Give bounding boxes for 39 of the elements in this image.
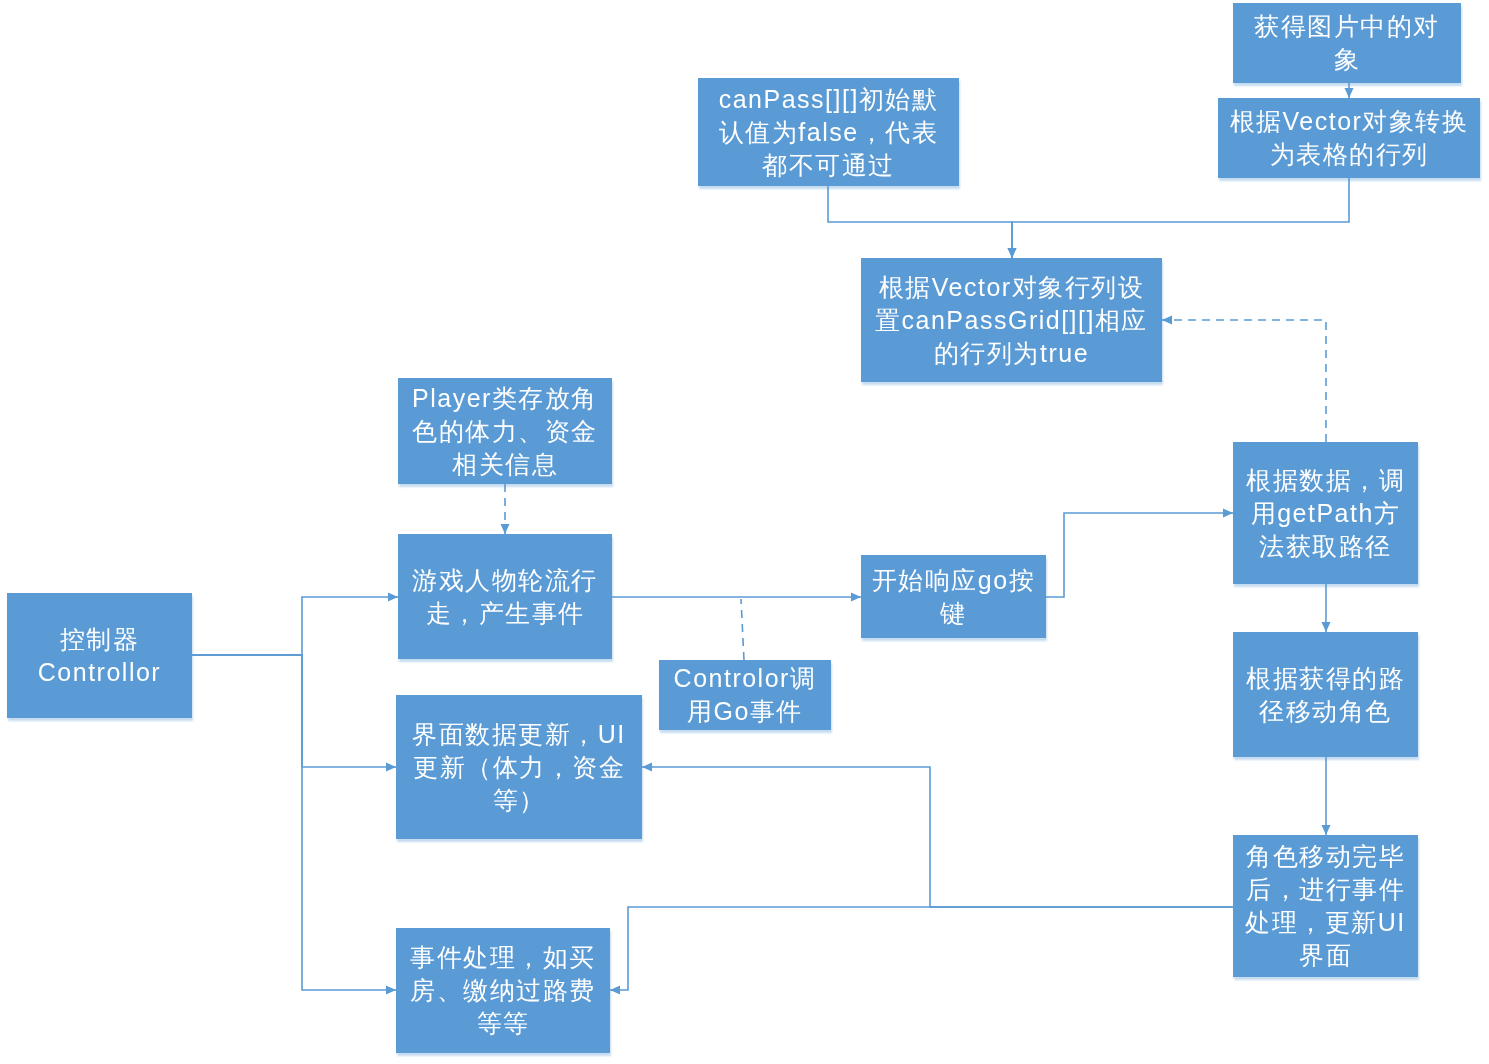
- arrow: [1007, 177, 1350, 259]
- leader-line: [740, 598, 745, 661]
- step-text: 根据Vector对象行列设置canPassGrid[][]相应的行列为true: [874, 271, 1149, 369]
- step-text: 游戏人物轮流行走，产生事件: [411, 564, 599, 629]
- step-text: 根据Vector对象转换为表格的行列: [1228, 106, 1470, 170]
- arrow: [609, 906, 1234, 995]
- arrow: [611, 592, 862, 602]
- process-box: [1218, 98, 1480, 178]
- arrow: [1321, 756, 1331, 836]
- process-box: [1233, 3, 1461, 83]
- step-text: 事件处理，如买房、缴纳过路费等等: [409, 942, 597, 1039]
- step-text: 角色移动完毕后，进行事件处理，更新UI界面: [1244, 841, 1407, 971]
- dashed-arrow: [1161, 315, 1327, 443]
- process-box: [659, 660, 831, 730]
- step-text: 获得图片中的对象: [1253, 11, 1441, 75]
- step-text: Controlor调用Go事件: [672, 663, 818, 727]
- process-box: [398, 534, 612, 659]
- dashed-arrow: [500, 483, 510, 535]
- process-box: [398, 378, 612, 484]
- arrow: [1045, 508, 1234, 598]
- step-text: 界面数据更新，UI更新（体力，资金等）: [411, 718, 627, 816]
- step-text: 开始响应go按键: [870, 564, 1037, 629]
- step-text: canPass[][]初始默认值为false，代表都不可通过: [717, 83, 940, 181]
- process-box: [1233, 442, 1418, 584]
- process-box: [861, 555, 1046, 638]
- process-box: [698, 78, 959, 186]
- step-text: 根据获得的路径移动角色: [1245, 662, 1406, 727]
- arrow: [191, 654, 397, 995]
- process-box: [1233, 835, 1418, 977]
- process-box: [396, 928, 610, 1053]
- step-text: 根据数据，调用getPath方法获取路径: [1245, 464, 1406, 562]
- process-box: [1233, 632, 1418, 757]
- step-text: Player类存放角色的体力、资金相关信息: [411, 382, 599, 480]
- process-box: [861, 258, 1162, 382]
- arrow: [1344, 82, 1354, 99]
- step-text: 控制器 Controllor: [36, 623, 163, 688]
- process-box: [396, 695, 642, 839]
- process-box: [7, 593, 192, 718]
- arrow: [1321, 583, 1331, 633]
